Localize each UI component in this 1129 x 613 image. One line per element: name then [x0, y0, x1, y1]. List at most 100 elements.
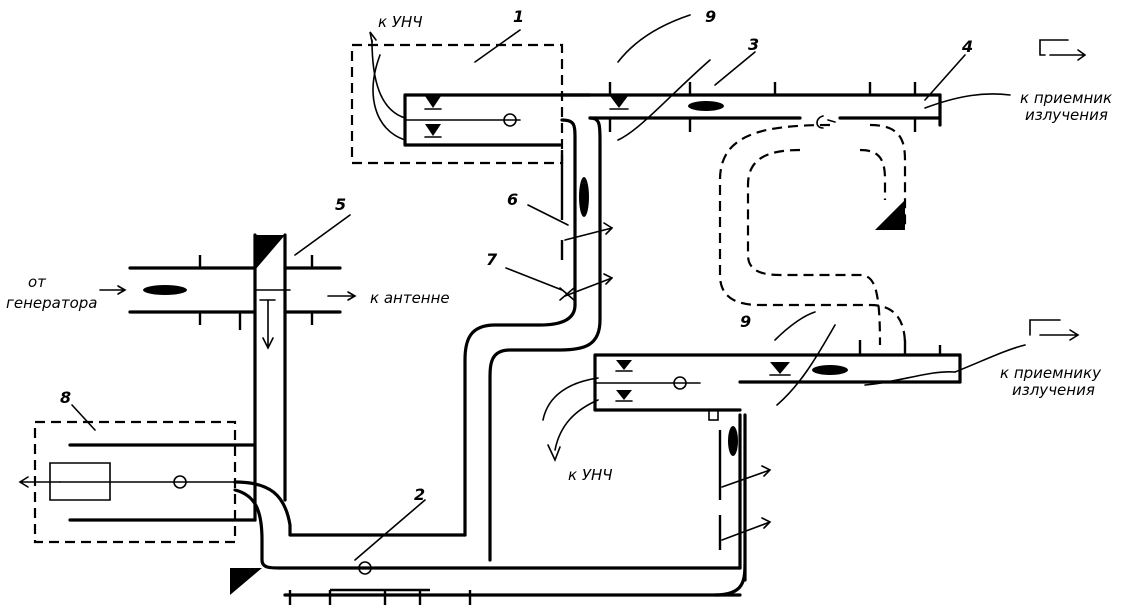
screw-arrow — [721, 465, 772, 488]
number-5: 5 — [335, 195, 346, 214]
receiver-bottom-lead — [954, 344, 1026, 373]
detector-9-lead-bottom — [774, 311, 816, 341]
tee-upper — [233, 480, 467, 537]
diode-icon — [770, 362, 790, 374]
loop-outer-right — [869, 123, 907, 225]
arrow-right-icon — [1049, 49, 1087, 61]
right-vertical-waveguide — [708, 409, 772, 597]
arrow-right-icon — [99, 285, 127, 295]
receiver-top-lead — [924, 93, 1011, 109]
matched-load-icon — [875, 200, 905, 230]
label-from-generator-1: от — [28, 273, 47, 291]
mixer-1-dashed-enclosure — [350, 43, 564, 165]
receiver-bottom-lead — [864, 370, 956, 386]
left-vertical-waveguide — [559, 116, 614, 322]
label-receiver-bottom-2: излучения — [1012, 381, 1095, 399]
diode-icon — [610, 96, 628, 108]
coupler-5 — [99, 233, 357, 522]
s-bend-inner — [463, 303, 577, 537]
ferrite-element-icon — [579, 177, 589, 217]
leader-6 — [527, 204, 569, 226]
diode-icon — [616, 390, 632, 400]
top-waveguide — [558, 14, 1087, 141]
arrow-right-icon — [327, 291, 357, 301]
lna-lead-bottom — [542, 377, 599, 421]
matched-load-icon — [230, 568, 262, 595]
number-2: 2 — [414, 485, 425, 504]
vertical-waveguide-outer — [588, 116, 602, 322]
ferrite-element-icon — [812, 365, 848, 375]
label-receiver-top-1: к приемник — [1020, 89, 1112, 107]
label-from-generator-2: генератора — [6, 294, 98, 312]
screw-7-arrow — [564, 273, 614, 297]
number-6: 6 — [507, 190, 518, 209]
coupler-5-walls — [253, 233, 287, 522]
ferrite-element-icon — [728, 426, 738, 456]
leader-8 — [71, 404, 96, 431]
number-1: 1 — [513, 7, 524, 26]
number-3: 3 — [748, 35, 759, 54]
dashed-return-loop — [718, 115, 907, 346]
lower-mixer-node-symbol — [673, 376, 687, 390]
label-receiver-bottom-1: к приемнику — [1000, 364, 1102, 382]
leader-5 — [294, 214, 351, 256]
number-4: 4 — [961, 37, 973, 56]
right-vertical-outer — [713, 413, 747, 597]
detector-9-lead-bottom — [776, 324, 836, 406]
receiver-top-terminal — [1039, 39, 1069, 56]
diode-icon — [425, 96, 441, 108]
leader-lines — [71, 29, 966, 561]
loop-inner — [746, 148, 882, 346]
leader-7 — [505, 267, 563, 291]
vertical-waveguide-inner — [560, 118, 577, 307]
bottom-waveguide-line — [233, 488, 742, 570]
ferrite-element-icon — [688, 101, 724, 111]
top-waveguide-flanges — [608, 82, 917, 132]
loop-inner-right — [859, 148, 887, 200]
number-9-bottom: 9 — [740, 312, 751, 331]
diode-icon — [616, 360, 632, 370]
lna-lead-bottom — [554, 399, 599, 451]
s-bend-waveguide — [463, 303, 602, 562]
matched-load-icon — [255, 235, 285, 270]
arrow-down-icon — [547, 444, 561, 463]
mixer-1-node-symbol — [503, 113, 517, 127]
number-8: 8 — [60, 388, 71, 407]
detector-9-lead — [617, 59, 711, 141]
mixer-8-cavity — [49, 462, 111, 501]
number-9-top: 9 — [705, 7, 716, 26]
main-line-walls — [128, 266, 342, 314]
leader-2 — [354, 499, 426, 561]
mixer-8-node-symbol — [173, 475, 187, 489]
arrow-down-icon — [262, 299, 274, 350]
s-bend-outer — [488, 318, 602, 562]
coupler-5-arrows — [254, 289, 291, 301]
lower-waveguide-flanges — [858, 340, 942, 355]
label-to-lna-bottom: к УНЧ — [568, 466, 613, 484]
diode-icon — [425, 124, 441, 136]
top-waveguide-walls — [558, 93, 942, 120]
label-to-antenna: к антенне — [370, 289, 450, 307]
bottom-waveguide-flanges — [288, 588, 472, 605]
label-to-lna-top: к УНЧ — [378, 13, 423, 31]
main-line-flanges — [198, 255, 314, 330]
arrow-left-icon — [18, 476, 61, 488]
ferrite-element-icon — [143, 285, 187, 295]
leader-3 — [714, 51, 756, 86]
mixer-block-8 — [18, 420, 742, 605]
arrow-up-icon — [369, 31, 377, 43]
lna-lead-top — [371, 39, 406, 119]
lna-lead-top — [372, 54, 406, 141]
receiver-bottom-terminal — [1029, 319, 1080, 341]
twist-symbol — [816, 115, 836, 129]
label-receiver-top-2: излучения — [1025, 106, 1108, 124]
detector-9-lead — [617, 14, 691, 63]
mixer-block-1 — [350, 31, 592, 165]
leader-4 — [924, 54, 966, 101]
screw-6-arrow — [564, 222, 614, 241]
mixer-8-walls — [68, 443, 257, 522]
lower-mixer — [542, 311, 1080, 463]
number-7: 7 — [486, 250, 498, 269]
bottom-line-node-symbol — [358, 561, 372, 575]
